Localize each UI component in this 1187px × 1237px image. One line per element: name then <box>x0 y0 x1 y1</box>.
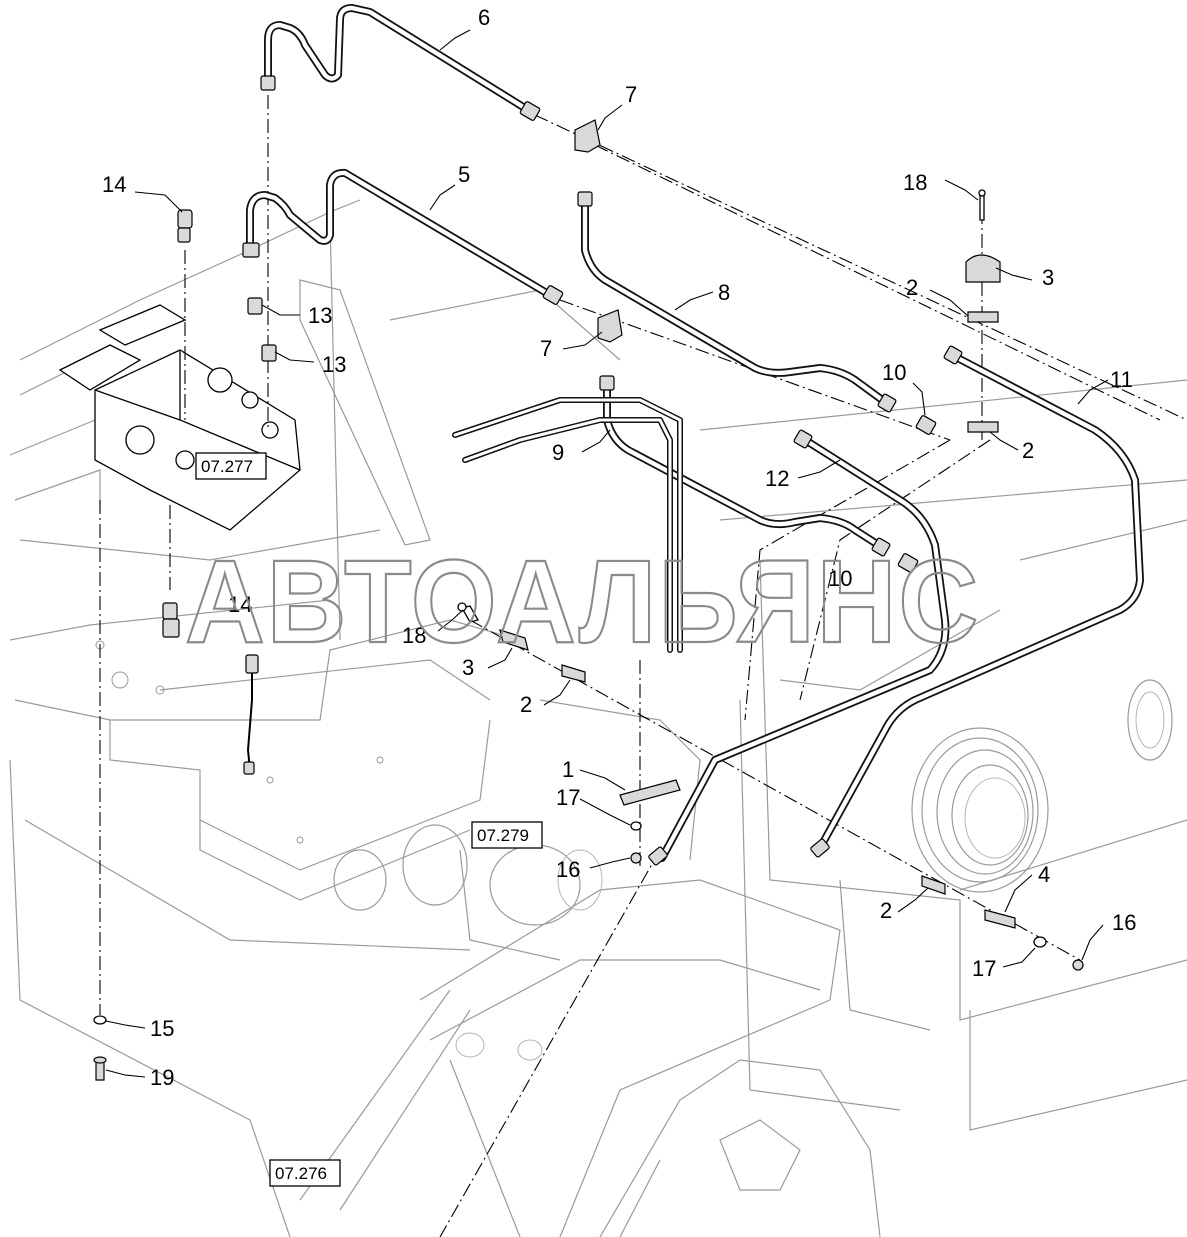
callout-2-a: 2 <box>906 275 918 300</box>
callout-9: 9 <box>552 440 564 465</box>
tee-7-top <box>574 119 601 153</box>
callout-7-top: 7 <box>625 82 637 107</box>
svg-text:07.279: 07.279 <box>477 826 529 845</box>
callout-10-top: 10 <box>882 360 906 385</box>
clamp-2-d <box>921 875 946 895</box>
callout-17-mid: 17 <box>556 785 580 810</box>
callout-7-mid: 7 <box>540 336 552 361</box>
fitting-5-end <box>542 285 564 305</box>
clamp-4 <box>984 909 1016 929</box>
fitting-8-end <box>877 393 897 413</box>
washer-17-mid <box>630 821 642 831</box>
pipe-5 <box>246 168 554 299</box>
svg-text:07.277: 07.277 <box>201 457 253 476</box>
callout-14-bottom: 14 <box>228 592 252 617</box>
callout-13-b: 13 <box>322 352 346 377</box>
pin-18-top <box>979 194 985 221</box>
fitting-13-b <box>261 344 277 362</box>
callout-labels: 6 7 5 14 18 3 8 2 13 7 13 11 10 2 9 12 1… <box>102 5 1136 1090</box>
fittings <box>93 75 1084 1081</box>
clamp-3-top <box>965 254 1001 283</box>
fitting-14-top <box>177 209 193 229</box>
assembly-axes <box>99 95 1187 1237</box>
fitting-10-mid <box>897 553 919 573</box>
fitting-9-end <box>871 537 891 557</box>
clamp-2-b <box>967 421 999 433</box>
callout-16-mid: 16 <box>556 857 580 882</box>
reference-boxes: 07.277 07.279 07.276 <box>195 452 543 1187</box>
callout-12: 12 <box>765 466 789 491</box>
callout-13-a: 13 <box>308 303 332 328</box>
callout-4: 4 <box>1038 862 1050 887</box>
ref-box-07-277: 07.277 <box>195 452 267 480</box>
pin-18-mid <box>461 605 479 623</box>
callout-3-top: 3 <box>1042 265 1054 290</box>
callout-11: 11 <box>1110 367 1133 392</box>
callout-1: 1 <box>562 757 574 782</box>
fitting-9-top <box>599 375 615 391</box>
callout-2-d: 2 <box>880 898 892 923</box>
callout-6: 6 <box>478 5 490 30</box>
chassis-frame <box>9 199 1187 1237</box>
fitting-14-bottom <box>162 602 178 620</box>
callout-14-top: 14 <box>102 172 126 197</box>
fitting-12-top <box>793 429 813 449</box>
fitting-10-top <box>915 415 937 435</box>
nut-16-mid <box>630 852 642 864</box>
callout-17-right: 17 <box>972 956 996 981</box>
fitting-6-top <box>260 75 276 91</box>
callout-18-top: 18 <box>903 170 927 195</box>
callout-19: 19 <box>150 1065 174 1090</box>
plate-1 <box>619 779 681 806</box>
callout-8: 8 <box>718 280 730 305</box>
callout-15: 15 <box>150 1016 174 1041</box>
svg-text:07.276: 07.276 <box>275 1164 327 1183</box>
fitting-5-top <box>242 242 260 258</box>
washer-15 <box>93 1015 107 1025</box>
clamp-3-mid <box>499 629 529 651</box>
fitting-11-end <box>810 838 830 858</box>
fitting-8-top <box>577 191 593 207</box>
fitting-6-end <box>519 101 541 121</box>
tee-7-mid <box>597 309 623 343</box>
callout-2-b: 2 <box>1022 438 1034 463</box>
callout-10-mid: 10 <box>828 566 852 591</box>
washer-17-right <box>1033 936 1047 948</box>
leader-lines <box>105 29 1109 1078</box>
valve-block <box>58 304 301 531</box>
fitting-12-end <box>648 846 668 866</box>
callout-2-c: 2 <box>520 692 532 717</box>
callout-3-mid: 3 <box>462 655 474 680</box>
fitting-13-a <box>247 297 263 315</box>
callout-5: 5 <box>458 162 470 187</box>
watermark: АВТОАЛЬЯНС <box>185 536 980 668</box>
coiled-hose <box>911 679 1173 893</box>
clamp-2-c <box>561 664 586 683</box>
ref-box-07-276: 07.276 <box>269 1159 341 1187</box>
callout-16-right: 16 <box>1112 910 1136 935</box>
ref-box-07-279: 07.279 <box>471 821 543 849</box>
hydraulic-pipes <box>246 4 1144 862</box>
clamp-2-a <box>967 311 999 323</box>
fitting-11-top <box>943 345 963 365</box>
callout-18-mid: 18 <box>402 623 426 648</box>
nut-16-right <box>1072 959 1084 971</box>
